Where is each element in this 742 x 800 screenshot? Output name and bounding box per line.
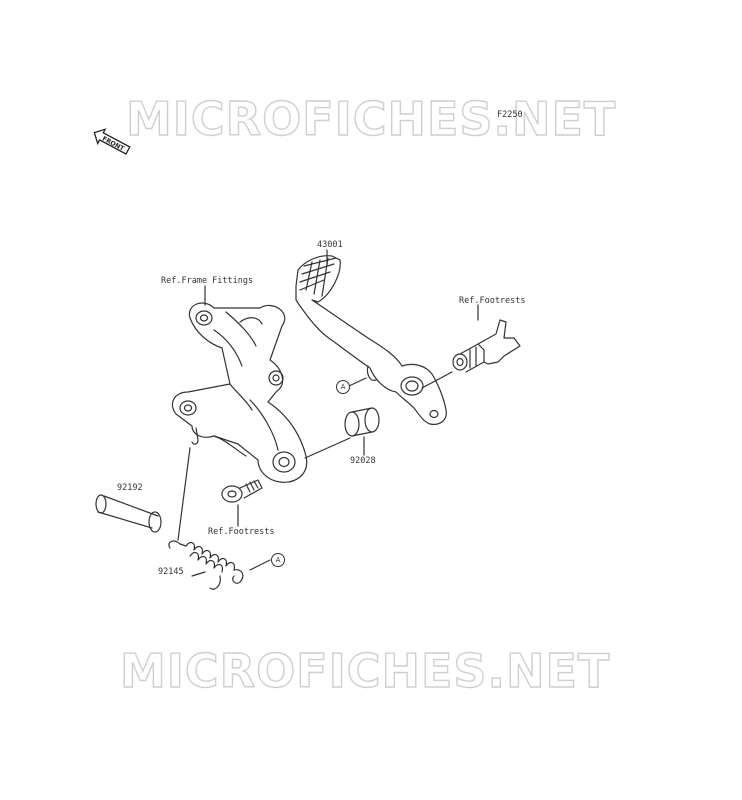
- leader-callout-a-bottom: [249, 559, 271, 571]
- part-label-92192: 92192: [117, 483, 143, 493]
- bushing-92028: [344, 407, 380, 437]
- part-label-92028: 92028: [350, 456, 376, 466]
- bracket-hole-left: [179, 400, 197, 416]
- leader-92145-a: [177, 447, 191, 541]
- ref-footrests-label-right: Ref.Footrests: [459, 296, 526, 306]
- part-label-92145: 92145: [158, 567, 184, 577]
- ref-footrests-label-bottom: Ref.Footrests: [208, 527, 275, 537]
- axis-pivot-line-2: [421, 371, 453, 389]
- bracket-hole-left-inner: [183, 404, 193, 412]
- brake-pedal: [295, 255, 447, 425]
- leader-callout-a-top: [348, 377, 367, 387]
- axis-pivot-line: [304, 437, 351, 459]
- bracket-pivot: [272, 451, 296, 473]
- return-spring-92145: [168, 540, 244, 590]
- frame-bracket: [171, 302, 308, 483]
- leader-92145-b: [191, 571, 206, 577]
- callout-a-bottom: A: [271, 553, 285, 567]
- bracket-hole-mid-inner: [272, 374, 280, 382]
- bracket-hole-top-inner: [199, 314, 209, 322]
- part-label-43001: 43001: [317, 240, 343, 250]
- watermark-top: MICROFICHES.NET: [125, 92, 617, 146]
- clevis-rod-end: [452, 319, 521, 373]
- bracket-pivot-inner: [278, 456, 290, 468]
- watermark-bottom: MICROFICHES.NET: [119, 644, 611, 698]
- pivot-bolt: [221, 479, 263, 503]
- figure-code: F2250: [497, 110, 523, 120]
- pedal-pivot-hole-inner: [405, 380, 419, 392]
- front-arrow-icon: FRONT: [93, 128, 131, 155]
- bracket-hole-mid: [268, 370, 284, 386]
- pedal-end-hole: [429, 409, 439, 419]
- ref-frame-fittings-label: Ref.Frame Fittings: [161, 276, 254, 286]
- pin-sleeve-92192: [95, 494, 162, 533]
- pedal-pivot-hole: [400, 376, 424, 396]
- bracket-hole-top: [195, 310, 213, 326]
- callout-a-top: A: [336, 380, 350, 394]
